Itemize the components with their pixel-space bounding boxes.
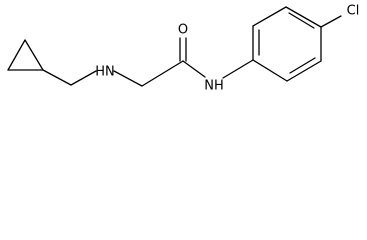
linker-chain <box>42 60 184 87</box>
bond-amide-n-to-phenyl <box>222 59 254 79</box>
carbonyl-double-bond <box>179 37 187 62</box>
ring-bond <box>24 39 44 71</box>
ring-bond <box>252 59 288 82</box>
bond-carbonyl-to-amide-n <box>182 60 206 78</box>
bond-ring-to-chlorine <box>320 15 342 28</box>
ring-bond <box>252 6 287 27</box>
bond-methylene-to-carbonyl <box>141 60 184 87</box>
ring-bond <box>285 6 322 28</box>
ring-double-bond <box>288 12 315 29</box>
chlorine-label: Cl <box>347 4 360 19</box>
benzene-ring <box>252 6 322 82</box>
molecular-structure: HN O NH Cl <box>7 4 360 94</box>
bond-amine-to-methylene <box>113 70 143 87</box>
amine-nitrogen-label: HN <box>95 65 115 80</box>
bond-methylene-to-amine <box>70 70 97 86</box>
ring-bond <box>286 60 322 82</box>
bond-ring-to-methylene <box>42 69 72 86</box>
cyclopropyl-ring <box>7 39 44 71</box>
amide-nitrogen-label: NH <box>204 79 224 94</box>
carbonyl-oxygen-label: O <box>178 23 188 38</box>
ring-double-bond <box>289 57 316 74</box>
ring-bond <box>7 39 26 71</box>
